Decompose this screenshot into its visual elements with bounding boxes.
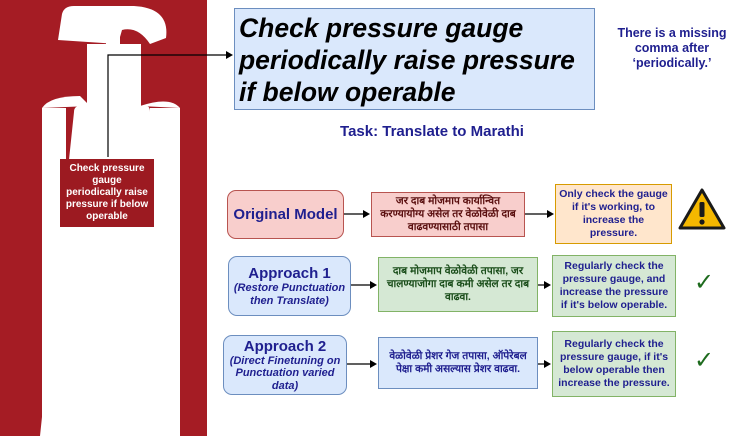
approach-1-marathi-output: दाब मोजमाप वेळोवेळी तपासा, जर चालण्याजोग… (378, 257, 538, 312)
input-sentence-box: Check pressure gauge periodically raise … (234, 8, 595, 110)
approach-1-english-backtranslation: Regularly check the pressure gauge, and … (552, 255, 676, 317)
missing-comma-note: There is a missing comma after ‘periodic… (617, 26, 727, 70)
approach-2-english-backtranslation: Regularly check the pressure gauge, if i… (552, 331, 676, 397)
original-english-backtranslation: Only check the gauge if it's working, to… (555, 184, 672, 244)
approach-2-title: Approach 2 (243, 337, 327, 355)
approach-1-subtitle: (Restore Punctuation then Translate) (233, 282, 346, 307)
task-title: Task: Translate to Marathi (340, 123, 524, 140)
warning-icon (678, 188, 726, 230)
check-icon: ✓ (694, 268, 715, 296)
approach-2-box: Approach 2 (Direct Finetuning on Punctua… (223, 335, 347, 395)
approach-1-box: Approach 1 (Restore Punctuation then Tra… (228, 256, 351, 316)
original-model-title: Original Model (233, 206, 338, 223)
check-icon: ✓ (694, 346, 715, 374)
original-marathi-output: जर दाब मोजमाप कार्यान्वित करण्यायोग्य अस… (371, 192, 525, 237)
original-model-box: Original Model (227, 190, 344, 239)
approach-2-marathi-output: वेळोवेळी प्रेशर गेज तपासा, ऑपेरेबल पेक्ष… (378, 337, 538, 389)
approach-2-subtitle: (Direct Finetuning on Punctuation varied… (229, 354, 341, 392)
extinguisher-label: Check pressure gauge periodically raise … (60, 159, 154, 227)
approach-1-title: Approach 1 (248, 265, 331, 282)
